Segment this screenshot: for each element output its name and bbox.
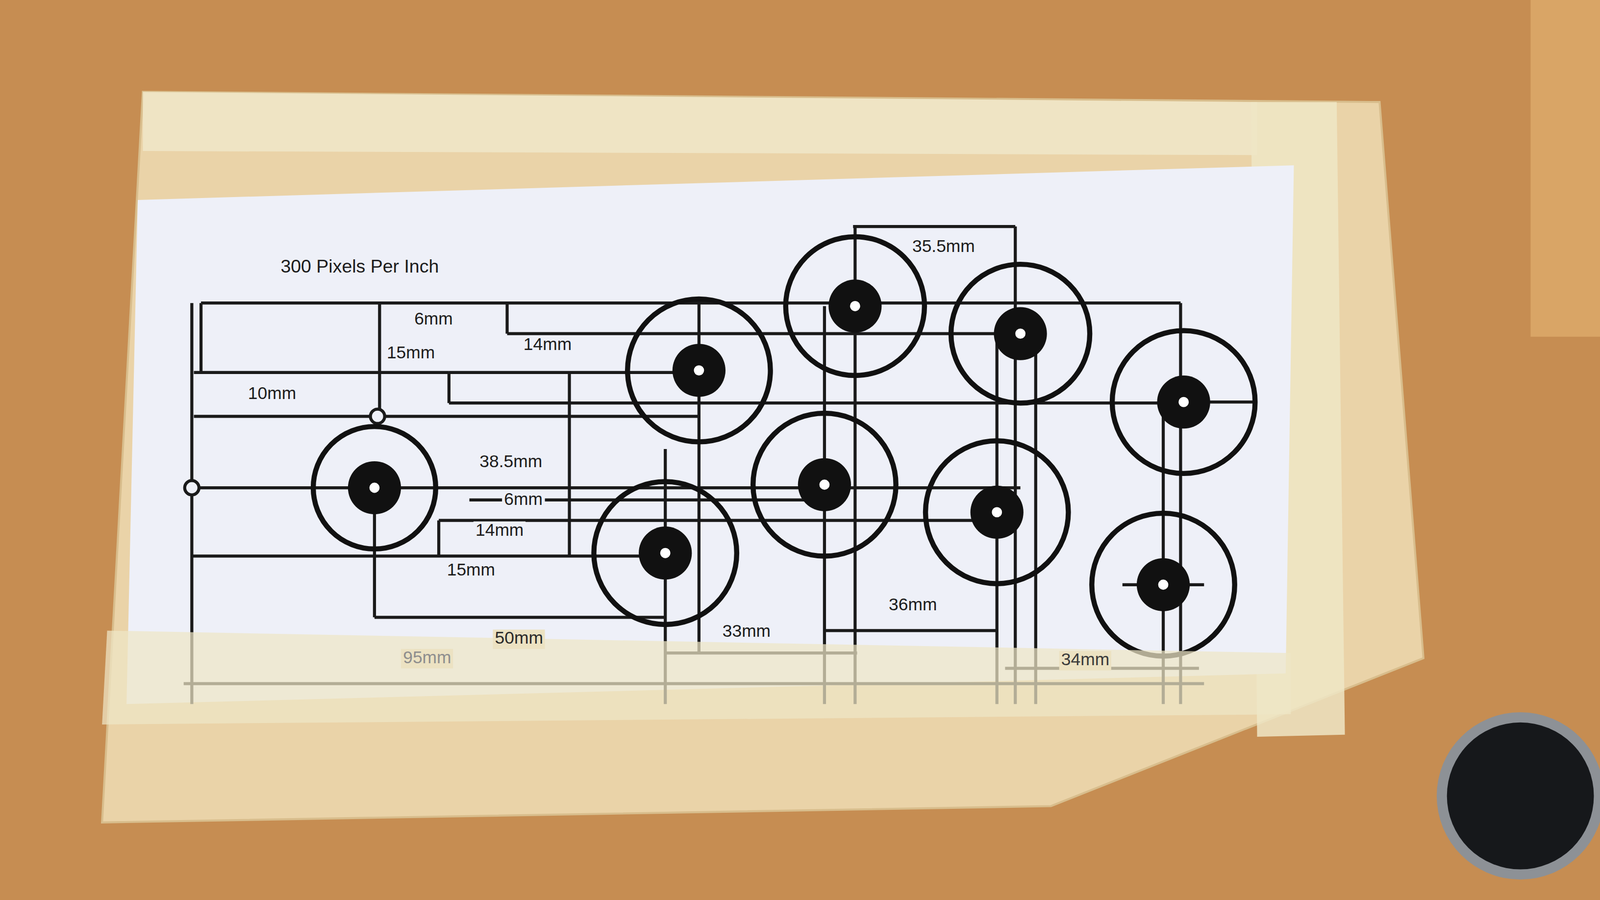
dimension-label: 34mm: [1059, 650, 1112, 671]
desk-edge: [1530, 0, 1600, 337]
masking-tape: [101, 630, 1291, 725]
dimension-label: 14mm: [473, 521, 526, 541]
paper-sheet: [126, 165, 1294, 704]
dimension-label: 14mm: [521, 335, 575, 355]
masking-tape: [142, 91, 1257, 155]
dimension-label: 15mm: [445, 561, 498, 581]
dimension-label: 33mm: [720, 622, 774, 642]
dimension-label: 95mm: [400, 649, 454, 669]
pipe-fitting: [1436, 712, 1600, 880]
dimension-label: 10mm: [246, 384, 299, 404]
dimension-label: 35.5mm: [910, 237, 977, 257]
resolution-note: 300 Pixels Per Inch: [278, 257, 441, 278]
dimension-label: 15mm: [384, 343, 438, 363]
dimension-label: 50mm: [492, 629, 546, 649]
wood-board: [101, 91, 1424, 823]
guide-lines: [183, 226, 1256, 704]
dimension-label: 6mm: [501, 490, 545, 510]
dimension-label: 6mm: [412, 310, 455, 330]
dimension-label: 38.5mm: [477, 452, 545, 473]
dimension-label: 36mm: [886, 596, 940, 616]
button-holes: [313, 236, 1255, 657]
